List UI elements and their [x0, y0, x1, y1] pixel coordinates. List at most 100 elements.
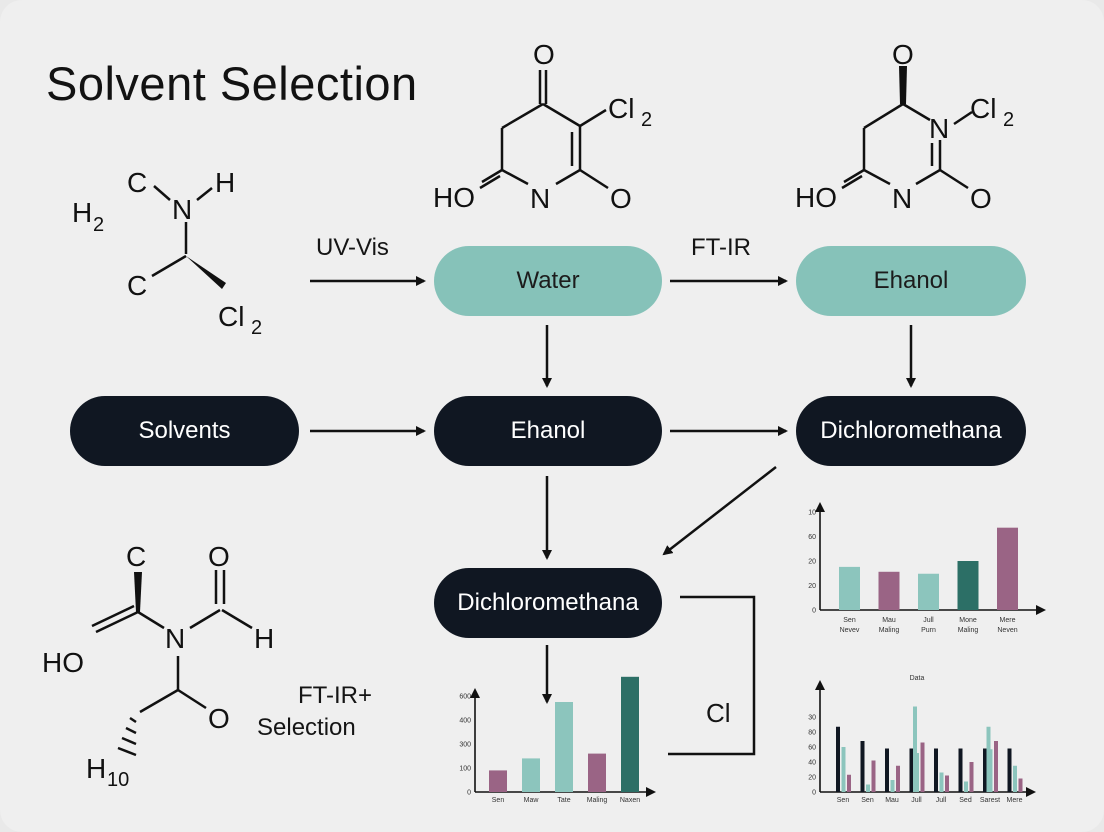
- edge-label-ftir-selection-2: Selection: [257, 714, 356, 741]
- edge-label-ftir: FT-IR: [691, 234, 751, 261]
- chart-bottom-xtick: Sen: [492, 797, 505, 804]
- node-ethanol-mid: Ehanol: [434, 396, 662, 466]
- chart-grouped-bar: [1007, 748, 1012, 792]
- chart-right-ytick: 20: [808, 559, 816, 566]
- molecule-3: [841, 66, 973, 190]
- edge-label-uvvis: UV-Vis: [316, 234, 389, 261]
- chart-grouped-ytick: 30: [808, 715, 816, 722]
- chart-right-xtick: Mone: [959, 617, 977, 624]
- chart-bottom-ytick: 400: [459, 718, 471, 725]
- atom-cl: Cl: [218, 301, 244, 332]
- chart-grouped-bar: [909, 748, 914, 792]
- chart-grouped-xtick: Sen: [861, 797, 874, 804]
- node-water: Water: [434, 246, 662, 316]
- atom-cl: Cl: [970, 93, 996, 124]
- atom-h10-sub: 10: [107, 769, 129, 791]
- chart-grouped-ytick: 20: [808, 775, 816, 782]
- chart-bottom-xtick: Tate: [557, 797, 570, 804]
- chart-right-xtick: Mere: [1000, 617, 1016, 624]
- chart-bottom-ytick: 100: [459, 766, 471, 773]
- chart-right-xtick: Nevev: [840, 627, 860, 634]
- chart-right-xtick: Maling: [958, 627, 979, 634]
- chart-grouped-ytick: 80: [808, 730, 816, 737]
- chart-grouped-bar: [964, 781, 968, 792]
- molecule-4: [91, 570, 253, 757]
- chart-right-ytick: 20: [808, 583, 816, 590]
- atom-n: N: [530, 183, 550, 214]
- chart-right-bar: [957, 561, 979, 610]
- chart-grouped-bar: [866, 784, 870, 792]
- chart-right-bar: [839, 566, 860, 610]
- chart-bottom-bar: [555, 702, 573, 792]
- chart-right-xtick: Mau: [882, 617, 896, 624]
- chart-right: 020206010SenNevevMauMalingJullPurnMoneMa…: [808, 510, 1018, 634]
- chart-grouped-xtick: Jull: [911, 797, 922, 804]
- chart-bottom-xtick: Naxen: [620, 797, 640, 804]
- atom-o: O: [610, 183, 632, 214]
- chart-grouped-bar: [1013, 765, 1017, 792]
- atom-h2-sub: 2: [93, 214, 104, 236]
- chart-grouped-xtick: Sed: [959, 797, 972, 804]
- chart-right-bar: [997, 527, 1018, 610]
- chart-grouped-bar: [871, 760, 876, 792]
- atom-n: N: [892, 183, 912, 214]
- chart-right-xtick: Neven: [997, 627, 1017, 634]
- chart-grouped-bar: [836, 726, 840, 792]
- chart-grouped-bar: [969, 762, 974, 792]
- node-ethanol-top: Ehanol: [796, 246, 1026, 316]
- chart-bottom-bar: [489, 770, 507, 792]
- chart-right-ytick: 60: [808, 534, 816, 541]
- chart-right-bar: [918, 573, 939, 610]
- edge-label-cl: Cl: [706, 698, 731, 728]
- atom-h: H: [215, 167, 235, 198]
- chart-grouped-ytick: 40: [808, 760, 816, 767]
- chart-bottom-bar: [522, 758, 540, 792]
- page-title: Solvent Selection: [46, 57, 418, 110]
- atom-cl-sub: 2: [251, 317, 262, 339]
- chart-bottom-xtick: Maw: [524, 797, 540, 804]
- atom-o: O: [208, 541, 230, 572]
- chart-grouped-xtick: Sen: [837, 797, 850, 804]
- chart-right-xtick: Sen: [843, 617, 856, 624]
- atom-ho: HO: [42, 647, 84, 678]
- atom-cl-sub: 2: [641, 109, 652, 131]
- chart-grouped-bar: [890, 780, 895, 792]
- chart-grouped-title: Data: [910, 675, 925, 682]
- molecule-1: [151, 185, 226, 289]
- chart-bottom-xtick: Maling: [587, 797, 608, 804]
- node-dcm-bottom: Dichloromethana: [434, 568, 662, 638]
- node-solvents: Solvents: [70, 396, 299, 466]
- chart-grouped-ytick: 60: [808, 745, 816, 752]
- chart-grouped-axes: [815, 680, 1036, 797]
- chart-right-ytick: 10: [808, 510, 816, 517]
- edge-label-ftir-selection-1: FT-IR+: [298, 682, 373, 709]
- node-dcm-right: Dichloromethana: [796, 396, 1026, 466]
- chart-grouped-xtick: Mau: [885, 797, 899, 804]
- chart-grouped-bar: [994, 741, 998, 792]
- atom-c: C: [126, 541, 146, 572]
- atom-o: O: [970, 183, 992, 214]
- chart-grouped-bar: [847, 774, 851, 792]
- atom-o: O: [208, 703, 230, 734]
- chart-grouped-bar: [920, 742, 925, 792]
- chart-right-xtick: Jull: [923, 617, 934, 624]
- chart-grouped-xtick: Jull: [936, 797, 947, 804]
- chart-grouped-bar: [1018, 778, 1023, 792]
- atom-h2: H: [72, 197, 92, 228]
- atom-n: N: [929, 113, 949, 144]
- atom-o: O: [892, 39, 914, 70]
- chart-grouped-xtick: Sarest: [980, 797, 1000, 804]
- chart-grouped-bar: [896, 765, 900, 792]
- atom-cl: Cl: [608, 93, 634, 124]
- chart-bottom-bar: [588, 753, 606, 792]
- chart-bottom-ytick: 0: [467, 790, 471, 797]
- atom-c: C: [127, 167, 147, 198]
- chart-grouped-bar: [913, 706, 917, 792]
- atom-c: C: [127, 270, 147, 301]
- chart-right-xtick: Maling: [879, 627, 900, 634]
- chart-grouped-ytick: 0: [812, 790, 816, 797]
- chart-bottom-ytick: 600: [459, 694, 471, 701]
